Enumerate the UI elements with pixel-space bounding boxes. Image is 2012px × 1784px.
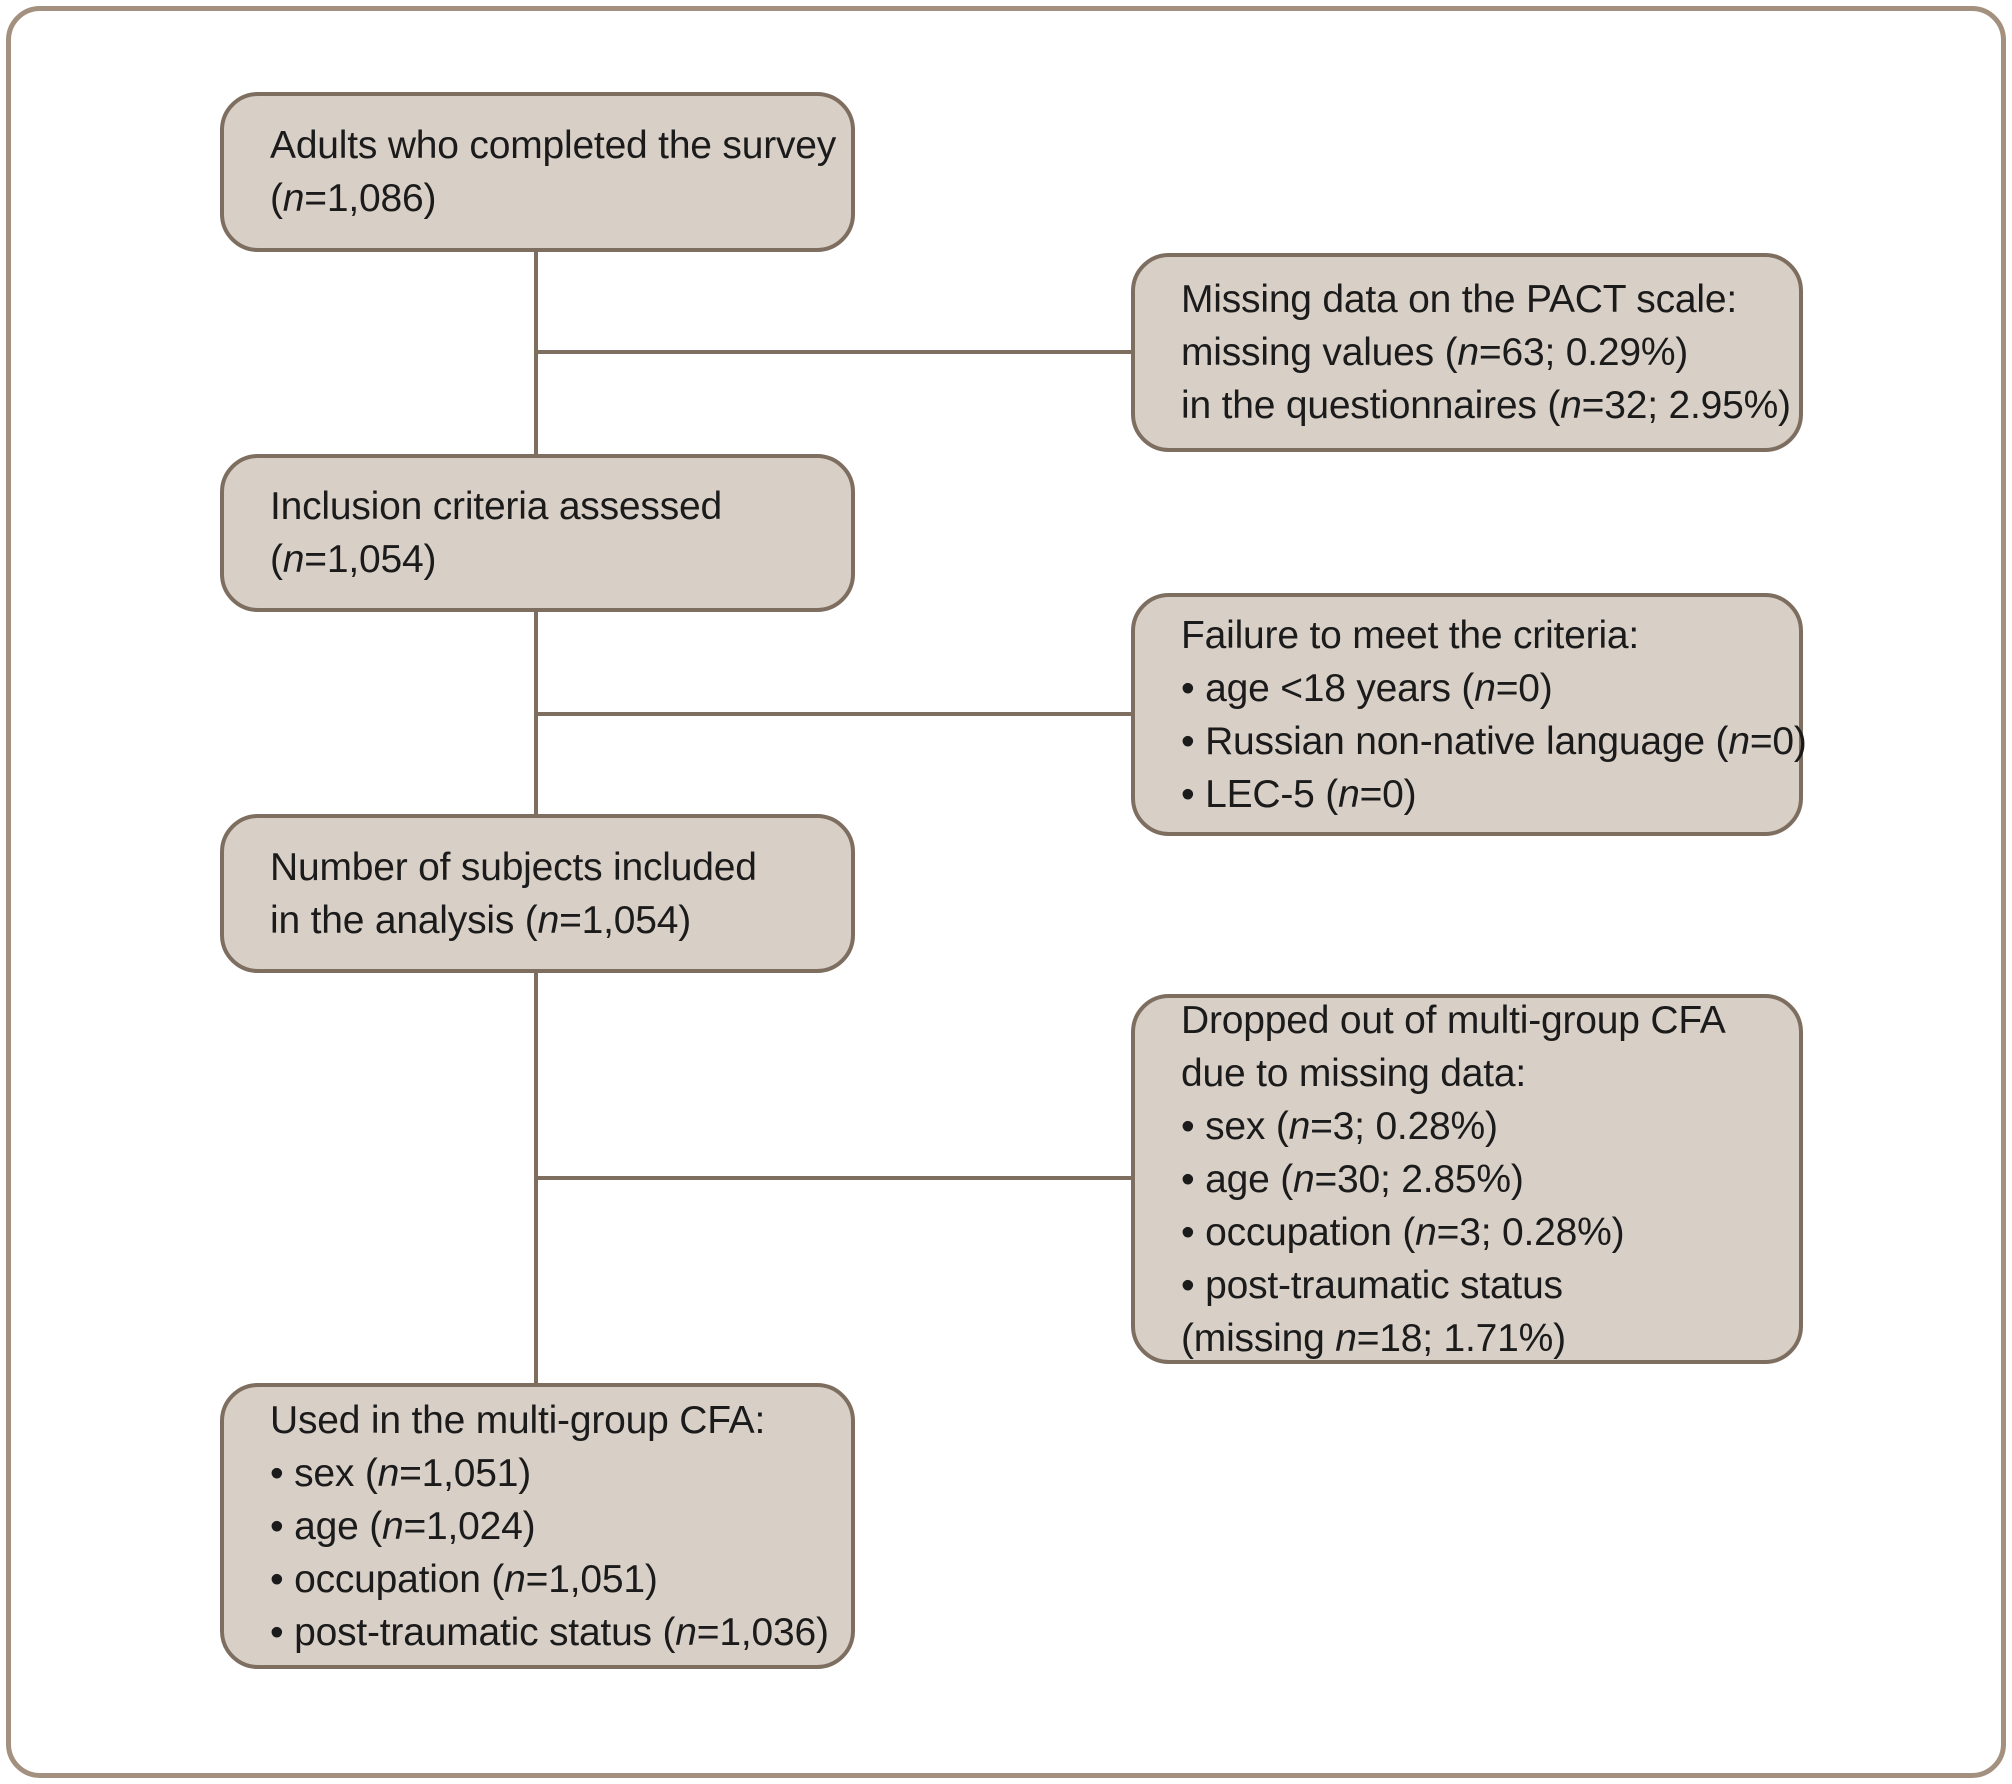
flow-box-missing-pact: Missing data on the PACT scale: missing …: [1131, 253, 1803, 452]
text-line: in the analysis (n=1,054): [270, 898, 692, 942]
connector-branch-failed-criteria: [536, 712, 1131, 716]
flow-box-failed-criteria: Failure to meet the criteria: • age <18 …: [1131, 593, 1807, 836]
text-line: due to missing data:: [1181, 1051, 1527, 1095]
text-line: • post-traumatic status: [1181, 1263, 1563, 1307]
text-line: (missing n=18; 1.71%): [1181, 1316, 1566, 1360]
text-line: Number of subjects included: [270, 845, 757, 889]
text-line: (n=1,054): [270, 538, 437, 581]
text-line: • sex (n=3; 0.28%): [1181, 1104, 1498, 1148]
text-line: Used in the multi-group CFA:: [270, 1398, 766, 1442]
text-line: (n=1,086): [270, 177, 437, 220]
connector-branch-dropped-cfa: [536, 1176, 1131, 1180]
text-line: • post-traumatic status (n=1,036): [270, 1610, 829, 1654]
text-line: • age (n=1,024): [270, 1504, 536, 1548]
flow-box-dropped-cfa: Dropped out of multi-group CFA due to mi…: [1131, 994, 1803, 1364]
text-line: in the questionnaires (n=32; 2.95%): [1181, 384, 1791, 427]
flow-box-included-analysis: Number of subjects included in the analy…: [220, 814, 855, 973]
text-line: Inclusion criteria assessed: [270, 485, 722, 528]
connector-branch-missing-pact: [536, 350, 1131, 354]
figure-outer-frame: [6, 6, 2006, 1778]
text-line: • age <18 years (n=0): [1181, 666, 1553, 710]
text-line: • age (n=30; 2.85%): [1181, 1157, 1524, 1201]
text-line: • occupation (n=3; 0.28%): [1181, 1210, 1625, 1254]
text-line: • LEC-5 (n=0): [1181, 772, 1417, 816]
text-line: • occupation (n=1,051): [270, 1557, 658, 1601]
flow-box-survey-completed: Adults who completed the survey (n=1,086…: [220, 92, 855, 252]
text-line: • sex (n=1,051): [270, 1451, 532, 1495]
text-line: Missing data on the PACT scale:: [1181, 278, 1737, 321]
text-line: Dropped out of multi-group CFA: [1181, 998, 1726, 1042]
text-line: Adults who completed the survey: [270, 124, 837, 167]
text-line: • Russian non-native language (n=0): [1181, 719, 1807, 763]
flow-box-used-in-cfa: Used in the multi-group CFA: • sex (n=1,…: [220, 1383, 855, 1669]
text-line: missing values (n=63; 0.29%): [1181, 331, 1689, 374]
text-line: Failure to meet the criteria:: [1181, 613, 1640, 657]
flow-box-inclusion-assessed: Inclusion criteria assessed (n=1,054): [220, 454, 855, 612]
